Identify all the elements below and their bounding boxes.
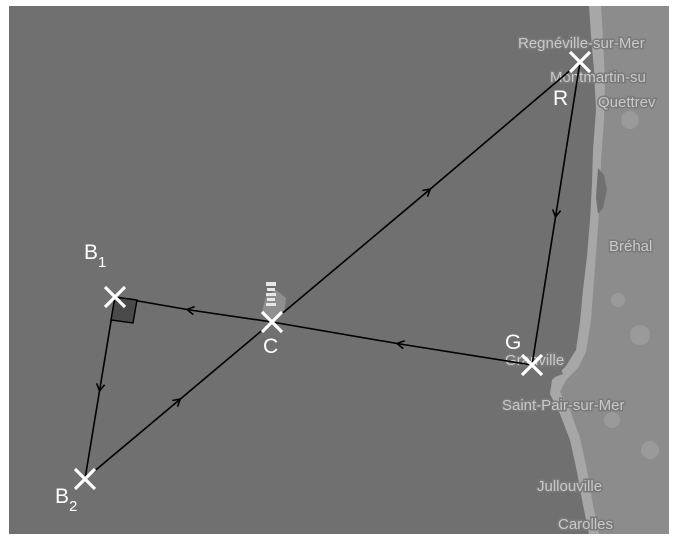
land-patches [604, 111, 659, 459]
land [552, 6, 669, 534]
right-angle-icon [110, 296, 138, 324]
lighthouse-icon [266, 282, 276, 306]
town-label-quettreville: Quettrev [598, 94, 656, 111]
point-label-c: C [263, 335, 278, 358]
route-segment-r-g [531, 61, 581, 366]
route-segment-g-c [271, 321, 533, 366]
town-label-carolles: Carolles [558, 516, 613, 533]
marker-g [520, 353, 544, 377]
point-label-b1: B1 [84, 241, 106, 271]
route [84, 61, 581, 480]
town-label-brehal: Bréhal [609, 238, 652, 255]
point-label-b1-sub: 1 [98, 254, 106, 271]
marker-b2 [73, 467, 97, 491]
marker-c [260, 310, 284, 334]
point-label-r: R [553, 87, 568, 110]
point-label-g: G [505, 331, 521, 354]
town-label-regneville: Regnéville-sur-Mer [518, 35, 645, 52]
town-label-montmartin: Montmartin-su [550, 69, 646, 86]
route-segment-b2-c [84, 321, 273, 480]
point-label-b2-letter: B [55, 485, 69, 508]
beach [550, 6, 605, 534]
town-label-jullouville: Jullouville [537, 478, 602, 495]
estuary [596, 168, 607, 214]
point-label-b2-sub: 2 [69, 498, 77, 515]
sea [9, 6, 669, 534]
marker-r [568, 50, 592, 74]
route-segment-c-b1 [114, 296, 273, 323]
cross-marker-icon [73, 50, 592, 491]
marker-b1 [103, 285, 127, 309]
point-label-b1-letter: B [84, 241, 98, 264]
town-label-saint-pair: Saint-Pair-sur-Mer [502, 397, 625, 414]
route-segment-c-r [271, 61, 581, 323]
point-label-b2: B2 [55, 485, 77, 515]
harbour [548, 366, 563, 378]
route-segment-b1-b2 [84, 296, 116, 480]
